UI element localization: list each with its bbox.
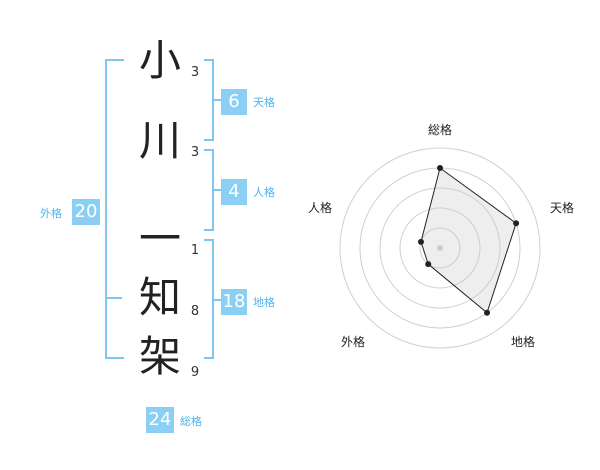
jinkaku-label: 人格: [253, 186, 275, 199]
radar-center-dot: [437, 245, 443, 251]
radar-grid-ring: [379, 187, 501, 309]
jinkaku-value: 4: [221, 179, 247, 205]
radar-grid-ring: [419, 227, 461, 269]
name-char-3: 一: [138, 214, 181, 263]
radar-value-polygon: [420, 167, 517, 314]
radar-label-gaikaku: 外格: [341, 335, 366, 349]
name-char-1: 小: [138, 36, 181, 85]
radar-point-3: [484, 309, 491, 316]
stroke-count-2: 3: [190, 145, 200, 160]
radar-label-tenkaku: 天格: [550, 201, 575, 215]
name-char-5: 架: [138, 332, 181, 381]
radar-grid-ring: [399, 207, 481, 289]
chikaku-label: 地格: [253, 296, 275, 309]
stroke-count-1: 3: [190, 65, 200, 80]
stroke-count-5: 9: [190, 365, 200, 380]
soukaku-value: 24: [146, 407, 174, 433]
radar-point-4: [425, 261, 432, 268]
name-char-2: 川: [138, 116, 181, 165]
gaikaku-bracket: [105, 59, 124, 359]
radar-point-1: [437, 165, 443, 171]
radar-label-jinkaku: 人格: [308, 201, 333, 215]
radar-point-5: [417, 238, 424, 245]
radar-grid-ring: [339, 147, 541, 349]
soukaku-label: 総格: [180, 415, 202, 428]
radar-label-soukaku: 総格: [428, 123, 453, 137]
radar-label-chikaku: 地格: [511, 335, 536, 349]
gaikaku-label: 外格: [40, 207, 62, 220]
name-char-4: 知: [138, 273, 181, 322]
tenkaku-value: 6: [221, 89, 247, 115]
chikaku-value: 18: [221, 289, 247, 315]
radar-point-2: [513, 220, 520, 227]
gaikaku-value: 20: [72, 199, 100, 225]
stroke-count-3: 1: [190, 243, 200, 258]
tenkaku-label: 天格: [253, 96, 275, 109]
stroke-count-4: 8: [190, 304, 200, 319]
